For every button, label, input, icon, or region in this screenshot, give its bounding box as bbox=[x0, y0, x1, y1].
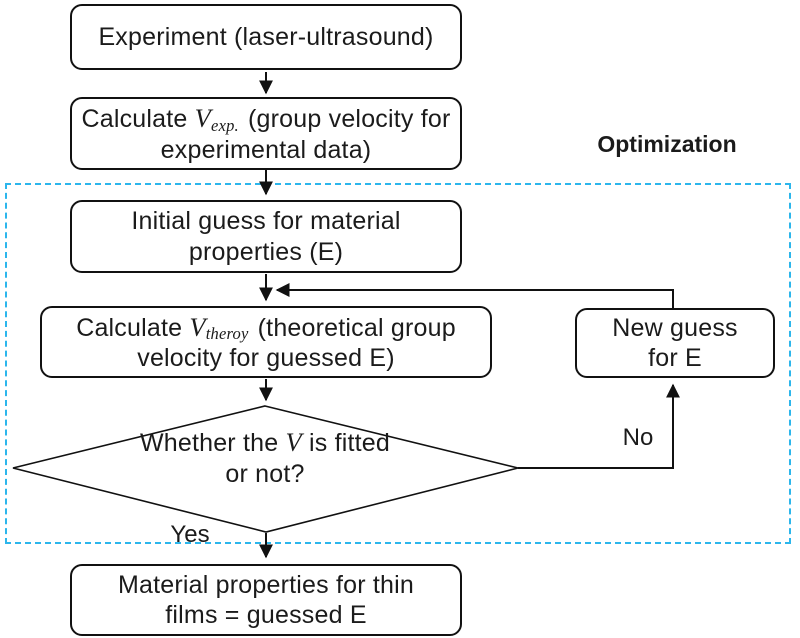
calc-exp-suffix: (group velocity for experimental data) bbox=[160, 105, 451, 164]
node-calculate-v-exp: Calculate Vexp. (group velocity for expe… bbox=[70, 97, 462, 170]
node-calculate-v-exp-label: Calculate Vexp. (group velocity for expe… bbox=[72, 102, 460, 165]
node-experiment-label: Experiment (laser-ultrasound) bbox=[98, 22, 434, 51]
node-result: Material properties for thin films = gue… bbox=[70, 564, 462, 636]
node-initial-guess: Initial guess for material properties (E… bbox=[70, 200, 462, 273]
calc-exp-subscript: exp. bbox=[211, 115, 239, 135]
decision-suffix: is fitted or not? bbox=[225, 429, 391, 488]
node-new-guess: New guess for E bbox=[575, 308, 775, 378]
node-calculate-v-theory: Calculate Vtheroy (theoretical group vel… bbox=[40, 306, 492, 378]
calc-theory-variable: V bbox=[189, 311, 206, 342]
optimization-title: Optimization bbox=[597, 131, 737, 157]
calc-theory-subscript: theroy bbox=[205, 324, 249, 344]
decision-diamond-label: Whether the V is fitted or not? bbox=[135, 426, 395, 489]
node-experiment: Experiment (laser-ultrasound) bbox=[70, 4, 462, 70]
no-branch-label: No bbox=[622, 424, 654, 451]
yes-branch-label: Yes bbox=[170, 521, 210, 548]
node-initial-guess-label: Initial guess for material properties (E… bbox=[131, 207, 401, 266]
decision-variable: V bbox=[285, 427, 302, 457]
calc-theory-suffix: (theoretical group velocity for guessed … bbox=[137, 313, 456, 373]
optimization-region-dashed-border bbox=[5, 183, 791, 544]
decision-prefix: Whether the bbox=[139, 429, 286, 457]
calc-theory-prefix: Calculate bbox=[76, 313, 190, 342]
calc-exp-variable: V bbox=[194, 103, 212, 133]
node-new-guess-label: New guess for E bbox=[612, 313, 738, 373]
calc-exp-prefix: Calculate bbox=[81, 105, 195, 133]
node-calculate-v-theory-label: Calculate Vtheroy (theoretical group vel… bbox=[42, 311, 490, 374]
node-result-label: Material properties for thin films = gue… bbox=[117, 570, 414, 630]
